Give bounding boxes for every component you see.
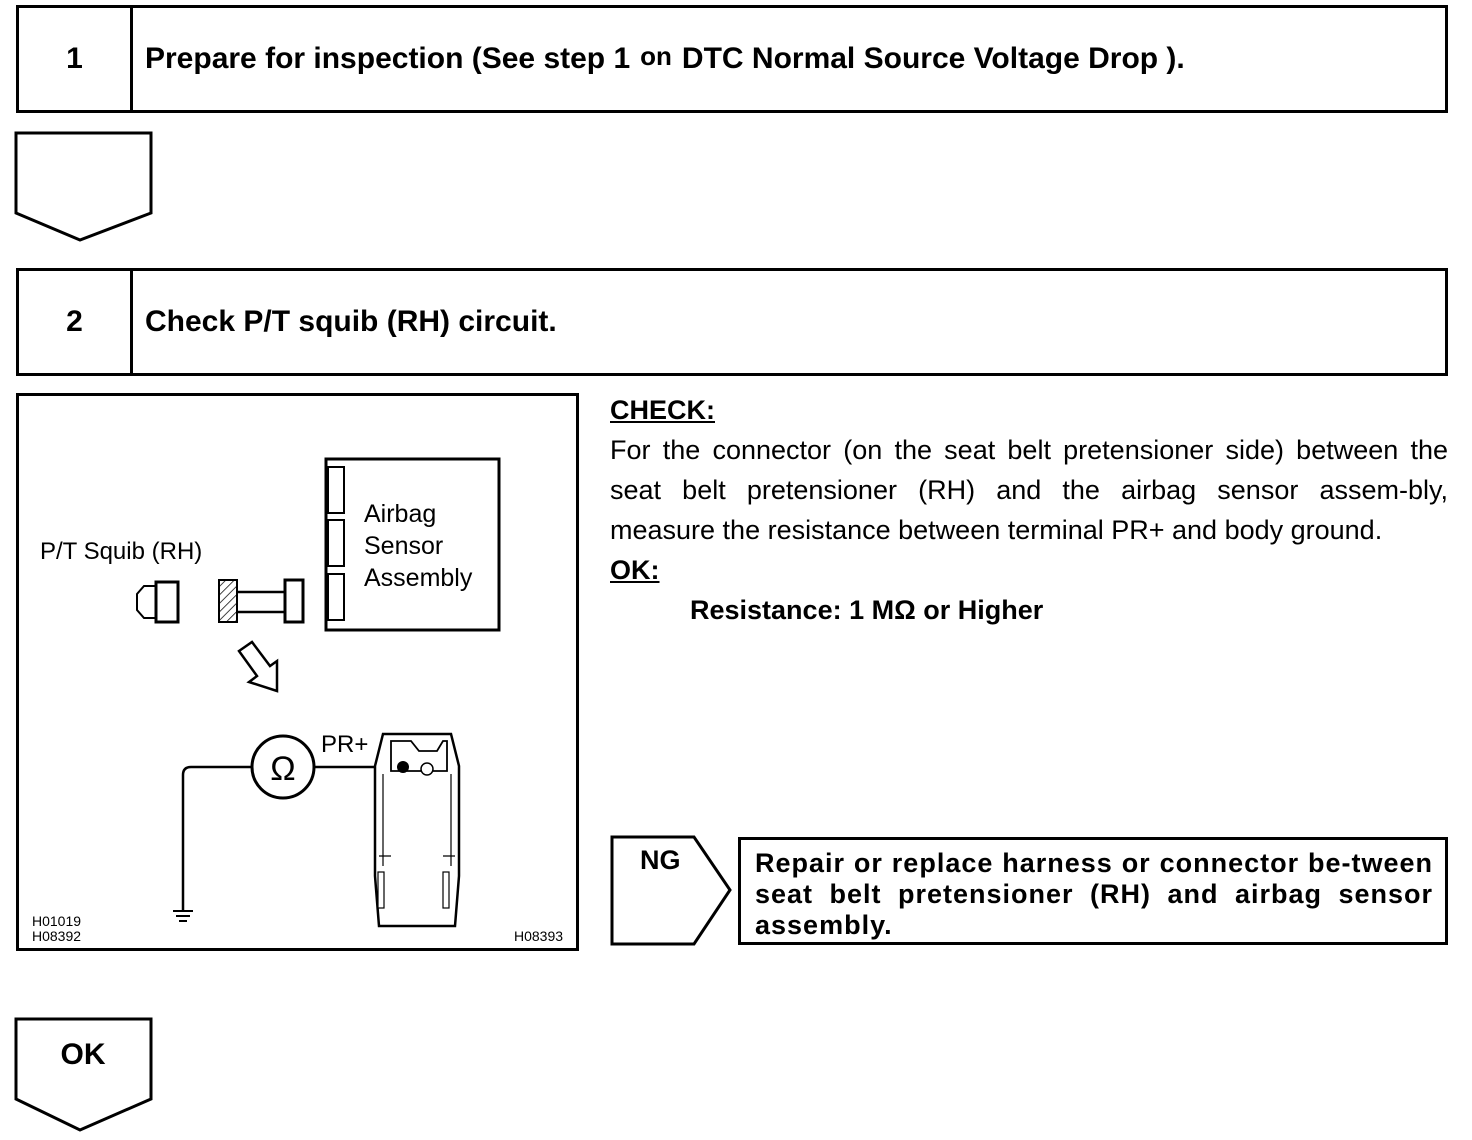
step-2-number: 2 [19, 271, 133, 373]
hatched-connector [218, 579, 238, 623]
diagram-code-2: H08392 [32, 928, 81, 944]
direction-arrow-icon [237, 640, 279, 693]
step-1-number: 1 [19, 8, 133, 110]
squib-connector-tip [136, 585, 157, 619]
squib-label: P/T Squib (RH) [40, 538, 202, 565]
ok-down-arrow-icon [14, 1017, 153, 1132]
step-1-title: Prepare for inspection (See step 1 on DT… [145, 8, 1185, 110]
diagram-code-1: H01019 [32, 913, 81, 929]
terminal-label: PR+ [321, 731, 368, 758]
check-label: CHECK: [610, 395, 715, 425]
diagram-code-3: H08393 [514, 928, 563, 944]
sensor-label-2: Sensor [364, 532, 443, 560]
ng-repair-instructions: Repair or replace harness or connector b… [738, 837, 1448, 945]
ok-branch-label: OK [60, 1038, 106, 1071]
harness-connector-body [373, 732, 461, 928]
step-1-row: 1 Prepare for inspection (See step 1 on … [16, 5, 1448, 113]
harness-end-connector [283, 578, 305, 624]
ok-criteria-label: OK: [610, 555, 660, 585]
ohm-symbol: Ω [270, 750, 295, 788]
ng-label: NG [640, 845, 681, 875]
ground-wire [181, 765, 252, 911]
flow-down-arrow-icon [14, 131, 153, 242]
sensor-terminal-2 [327, 519, 345, 567]
step-2-title: Check P/T squib (RH) circuit. [145, 305, 557, 338]
circuit-diagram-svg: Airbag Sensor Assembly P/T Squib (RH) Ω [32, 457, 563, 944]
check-section: CHECK: For the connector (on the seat be… [610, 390, 1448, 630]
sensor-terminal-1 [327, 466, 345, 514]
resistance-spec: Resistance: 1 MΩ or Higher [690, 595, 1044, 625]
sensor-label-1: Airbag [364, 500, 436, 528]
step-1-title-part2: DTC Normal Source Voltage Drop ). [681, 42, 1185, 75]
ng-arrow-icon [610, 835, 732, 946]
airbag-sensor-box [324, 457, 501, 632]
step-1-title-part1: Prepare for inspection (See step 1 [145, 42, 631, 75]
check-instructions: For the connector (on the seat belt pret… [610, 435, 1448, 545]
circuit-diagram: Airbag Sensor Assembly P/T Squib (RH) Ω [16, 393, 579, 951]
squib-connector-body [154, 580, 180, 624]
step-2-row: 2 Check P/T squib (RH) circuit. [16, 268, 1448, 376]
step-1-title-on: on [640, 40, 672, 71]
sensor-label-3: Assembly [364, 564, 473, 592]
sensor-terminal-3 [327, 573, 345, 621]
